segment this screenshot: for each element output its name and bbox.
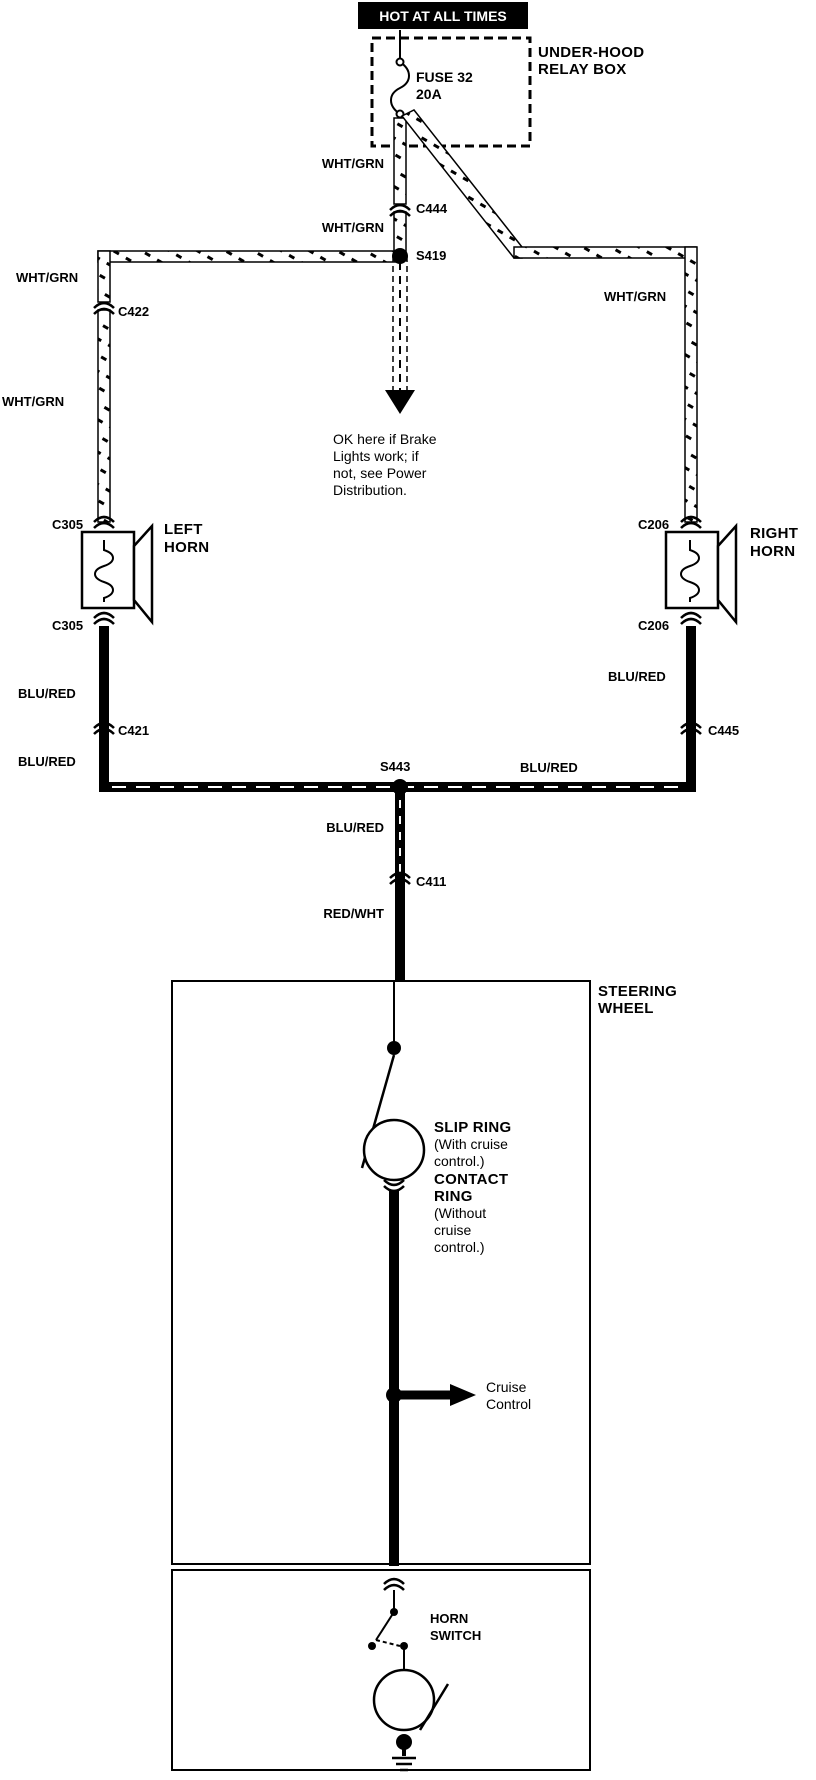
c305-top-connector — [93, 515, 115, 529]
connector-c421-label: C421 — [118, 723, 149, 738]
right-horn-label-1: RIGHT — [750, 525, 798, 542]
connector-c206-top-label: C206 — [638, 517, 669, 532]
horn-switch-label-1: HORN — [430, 1611, 468, 1626]
slip-ring-contact-dot — [387, 1041, 401, 1055]
c422-connector — [93, 301, 115, 315]
wire-left-vertical-upper — [97, 250, 111, 303]
c411-connector — [389, 871, 411, 885]
connector-c206-bottom-label: C206 — [638, 618, 669, 633]
right-horn — [664, 515, 738, 626]
relay-box-label-2: RELAY BOX — [538, 61, 627, 78]
blu-red-wires — [99, 626, 696, 981]
wire-label-right-bottom: BLU/RED — [608, 669, 666, 684]
wire-label-steering-feed: RED/WHT — [323, 906, 384, 921]
s443-splice — [392, 779, 408, 795]
wire-right-vertical — [684, 246, 698, 523]
note-line-1: OK here if Brake — [333, 431, 437, 447]
connector-c305-top-label: C305 — [52, 517, 83, 532]
wire-right-lower — [686, 626, 696, 792]
left-horn-label-1: LEFT — [164, 521, 203, 538]
steering-label-1: STEERING — [598, 983, 677, 1000]
horn-switch-label-2: SWITCH — [430, 1628, 481, 1643]
c421-connector — [93, 721, 115, 735]
left-horn — [80, 515, 154, 626]
c445-connector — [680, 721, 702, 735]
horn-switch-ring — [372, 1668, 436, 1732]
wire-label-left-bottom1: BLU/RED — [18, 686, 76, 701]
wire-label-center-lower: BLU/RED — [326, 820, 384, 835]
wire-label-left-top: WHT/GRN — [16, 270, 78, 285]
right-horn-coil — [680, 540, 700, 602]
wire-label-top-upper: WHT/GRN — [322, 156, 384, 171]
cruise-arrow — [450, 1384, 476, 1406]
steering-label-2: WHEEL — [598, 1000, 654, 1017]
relay-box — [370, 36, 532, 148]
horn-switch-blade — [375, 1611, 395, 1641]
horn-switch-ring-wiper — [418, 1683, 450, 1731]
s419-splice — [392, 248, 408, 264]
slip-ring-title: SLIP RING — [434, 1119, 511, 1136]
left-horn-bell — [132, 522, 154, 626]
wire-center-down — [395, 787, 405, 981]
contact-ring-title-2: RING — [434, 1188, 473, 1205]
fuse-rating: 20A — [416, 86, 442, 102]
wire-diagonal — [400, 109, 523, 259]
splice-s419-label: S419 — [416, 248, 446, 263]
note-line-4: Distribution. — [333, 482, 407, 498]
connector-c445-label: C445 — [708, 723, 739, 738]
wire-left-lower — [99, 626, 109, 792]
wire-top-left — [97, 250, 401, 263]
internal-wire-upper — [389, 1190, 399, 1566]
slip-ring-connector — [383, 1179, 405, 1193]
wire-left-vertical-lower — [97, 309, 111, 523]
fuse-terminal-top — [395, 57, 405, 67]
horn-pad-box — [171, 1569, 591, 1771]
horn-switch-dashed-link — [375, 1639, 401, 1647]
note-line-2: Lights work; if — [333, 448, 419, 464]
c206-bottom-connector — [680, 611, 702, 625]
relay-box-label-1: UNDER-HOOD — [538, 44, 644, 61]
connector-c305-bottom-label: C305 — [52, 618, 83, 633]
wire-label-bottom-right: BLU/RED — [520, 760, 578, 775]
wire-center-upper — [393, 117, 407, 205]
steering-wheel-box — [171, 980, 591, 1565]
contact-ring-note-1: (Without — [434, 1205, 486, 1221]
wire-label-right-top: WHT/GRN — [604, 289, 666, 304]
right-horn-label-2: HORN — [750, 543, 795, 560]
fuse-name: FUSE 32 — [416, 69, 473, 85]
fuse-32-symbol — [390, 61, 410, 115]
power-label: HOT AT ALL TIMES — [379, 8, 507, 24]
wire-label-top-lower: WHT/GRN — [322, 220, 384, 235]
connector-c422-label: C422 — [118, 304, 149, 319]
splice-s443-label: S443 — [380, 759, 410, 774]
contact-ring-note-2: cruise — [434, 1222, 472, 1238]
connector-c444-label: C444 — [416, 201, 448, 216]
power-label-box — [358, 2, 528, 29]
c305-bottom-connector — [93, 611, 115, 625]
s419-arrow — [385, 390, 415, 414]
slip-ring-note-1: (With cruise — [434, 1136, 508, 1152]
cruise-splice — [386, 1387, 402, 1403]
cruise-control-label-1: Cruise — [486, 1379, 527, 1395]
wire-label-left-mid: WHT/GRN — [2, 394, 64, 409]
note-line-3: not, see Power — [333, 465, 427, 481]
left-horn-label-2: HORN — [164, 539, 209, 556]
horn-switch-dot-left — [368, 1642, 376, 1650]
slip-ring-symbol — [362, 1118, 426, 1182]
cruise-control-label-2: Control — [486, 1396, 531, 1412]
contact-ring-title-1: CONTACT — [434, 1171, 508, 1188]
connector-c411-label: C411 — [416, 874, 446, 889]
left-horn-coil — [94, 540, 114, 602]
right-horn-bell — [716, 522, 738, 626]
c444-connector — [389, 203, 411, 217]
wire-label-left-bottom2: BLU/RED — [18, 754, 76, 769]
horn-switch-connector — [383, 1577, 405, 1591]
left-horn-body — [80, 530, 136, 610]
contact-ring-note-3: control.) — [434, 1239, 485, 1255]
wire-top-right — [513, 246, 697, 259]
slip-ring-note-2: control.) — [434, 1153, 485, 1169]
c206-top-connector — [680, 515, 702, 529]
